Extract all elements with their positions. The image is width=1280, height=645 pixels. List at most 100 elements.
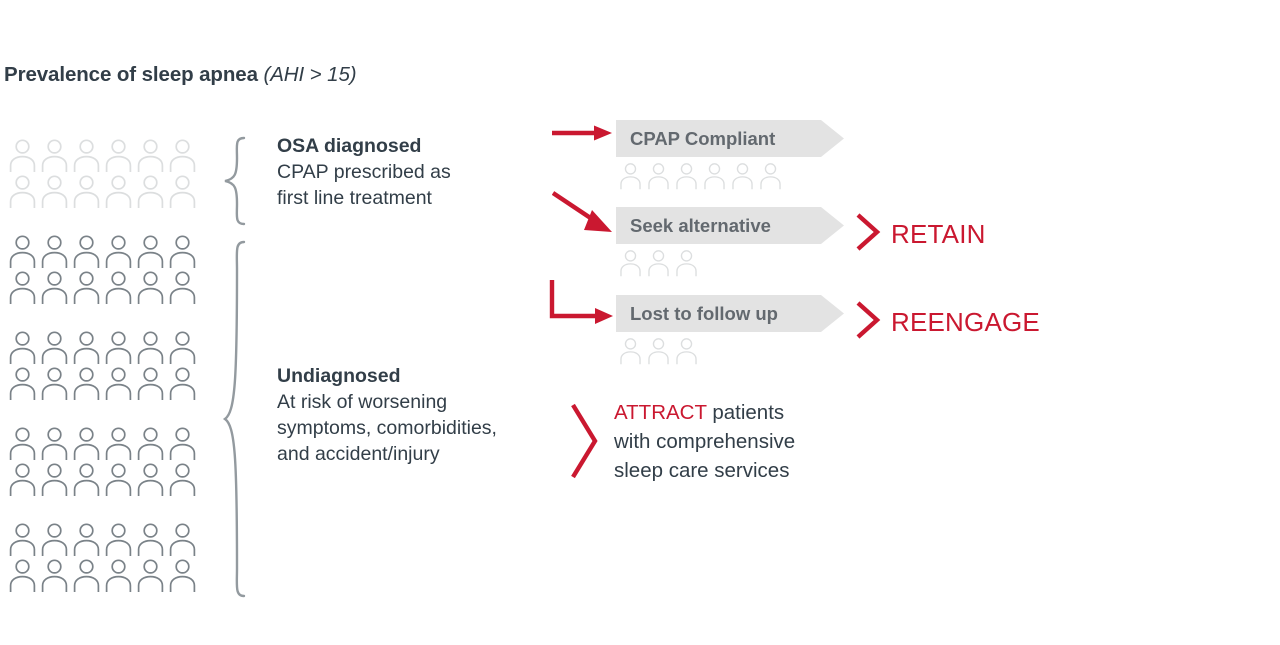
person-icon [105,367,132,400]
person-icon [73,235,100,268]
banner-label: Lost to follow up [630,303,778,324]
outcome-row-seek-alternative: Seek alternative [616,207,844,277]
person-icon [105,235,132,268]
person-icon [105,463,132,496]
person-icon [73,271,100,304]
segment-undiagnosed: Undiagnosed At risk of worsening symptom… [277,363,497,467]
page-title-main: Prevalence of sleep apnea [4,63,264,86]
attract-rest: patients with comprehensive sleep care s… [614,401,796,482]
person-icon [41,463,68,496]
people-block-diagnosed [8,138,208,210]
person-icon [105,331,132,364]
person-icon [41,367,68,400]
person-icon [620,250,641,277]
person-icon [620,338,641,365]
elbow-arrow-icon [549,278,615,333]
banner-cpap-compliant[interactable]: CPAP Compliant [616,120,844,157]
person-icon [41,427,68,460]
person-icon [73,367,100,400]
person-icon [137,175,164,208]
attract-text: ATTRACT patients with comprehensive slee… [614,398,795,485]
people-row [8,330,208,366]
person-icon [732,163,753,190]
outcome-label: REENGAGE [891,307,1040,337]
person-icon [169,175,196,208]
person-icon [73,139,100,172]
person-icon [105,271,132,304]
person-icon [73,463,100,496]
person-icon [41,523,68,556]
people-row [8,234,208,270]
person-icon [105,427,132,460]
attract-keyword: ATTRACT [614,401,707,424]
person-icon [137,367,164,400]
outcome-action-reengage: REENGAGE [855,300,1040,345]
people-block-undiagnosed-3 [8,426,208,498]
person-icon [760,163,781,190]
person-icon [169,523,196,556]
person-icon [9,175,36,208]
people-block-undiagnosed-4 [8,522,208,594]
people-row [8,462,208,498]
person-icon [648,250,669,277]
person-icon [169,559,196,592]
person-icon [105,523,132,556]
segment-osa-diagnosed: OSA diagnosed CPAP prescribed as first l… [277,133,451,211]
outcome-row-cpap-compliant: CPAP Compliant [616,120,844,190]
person-icon [676,250,697,277]
person-icon [137,559,164,592]
person-icon [9,235,36,268]
person-icon [137,271,164,304]
mini-people-row-lost-to-follow-up [618,337,844,365]
person-icon [676,338,697,365]
person-icon [41,559,68,592]
person-icon [73,559,100,592]
person-icon [9,139,36,172]
attract-callout: ATTRACT patients with comprehensive slee… [570,398,795,485]
chevron-right-icon [855,300,881,345]
person-icon [41,235,68,268]
person-icon [169,139,196,172]
person-icon [41,331,68,364]
page-title: Prevalence of sleep apnea (AHI > 15) [4,63,357,87]
segment-undiagnosed-body: At risk of worsening symptoms, comorbidi… [277,391,497,465]
people-grid [8,138,208,594]
banner-label: Seek alternative [630,215,771,236]
banner-lost-to-follow-up[interactable]: Lost to follow up [616,295,844,332]
outcome-action-retain: RETAIN [855,212,986,257]
person-icon [137,331,164,364]
person-icon [169,427,196,460]
person-icon [169,331,196,364]
banner-seek-alternative[interactable]: Seek alternative [616,207,844,244]
person-icon [169,367,196,400]
person-icon [105,139,132,172]
person-icon [169,271,196,304]
person-icon [73,427,100,460]
mini-people-row-seek-alternative [618,249,844,277]
chevron-right-icon [855,212,881,257]
person-icon [73,175,100,208]
segment-osa-heading: OSA diagnosed [277,135,422,157]
brace-diagnosed [222,136,252,231]
people-row [8,522,208,558]
person-icon [9,427,36,460]
person-icon [137,463,164,496]
person-icon [169,235,196,268]
person-icon [9,367,36,400]
person-icon [105,175,132,208]
person-icon [137,139,164,172]
people-row [8,270,208,306]
person-icon [9,463,36,496]
person-icon [9,271,36,304]
person-icon [41,271,68,304]
person-icon [41,139,68,172]
person-icon [9,523,36,556]
person-icon [73,331,100,364]
person-icon [620,163,641,190]
chevron-right-icon [570,402,600,485]
person-icon [9,331,36,364]
diagonal-arrow-icon [551,190,614,241]
person-icon [105,559,132,592]
person-icon [169,463,196,496]
people-row [8,366,208,402]
